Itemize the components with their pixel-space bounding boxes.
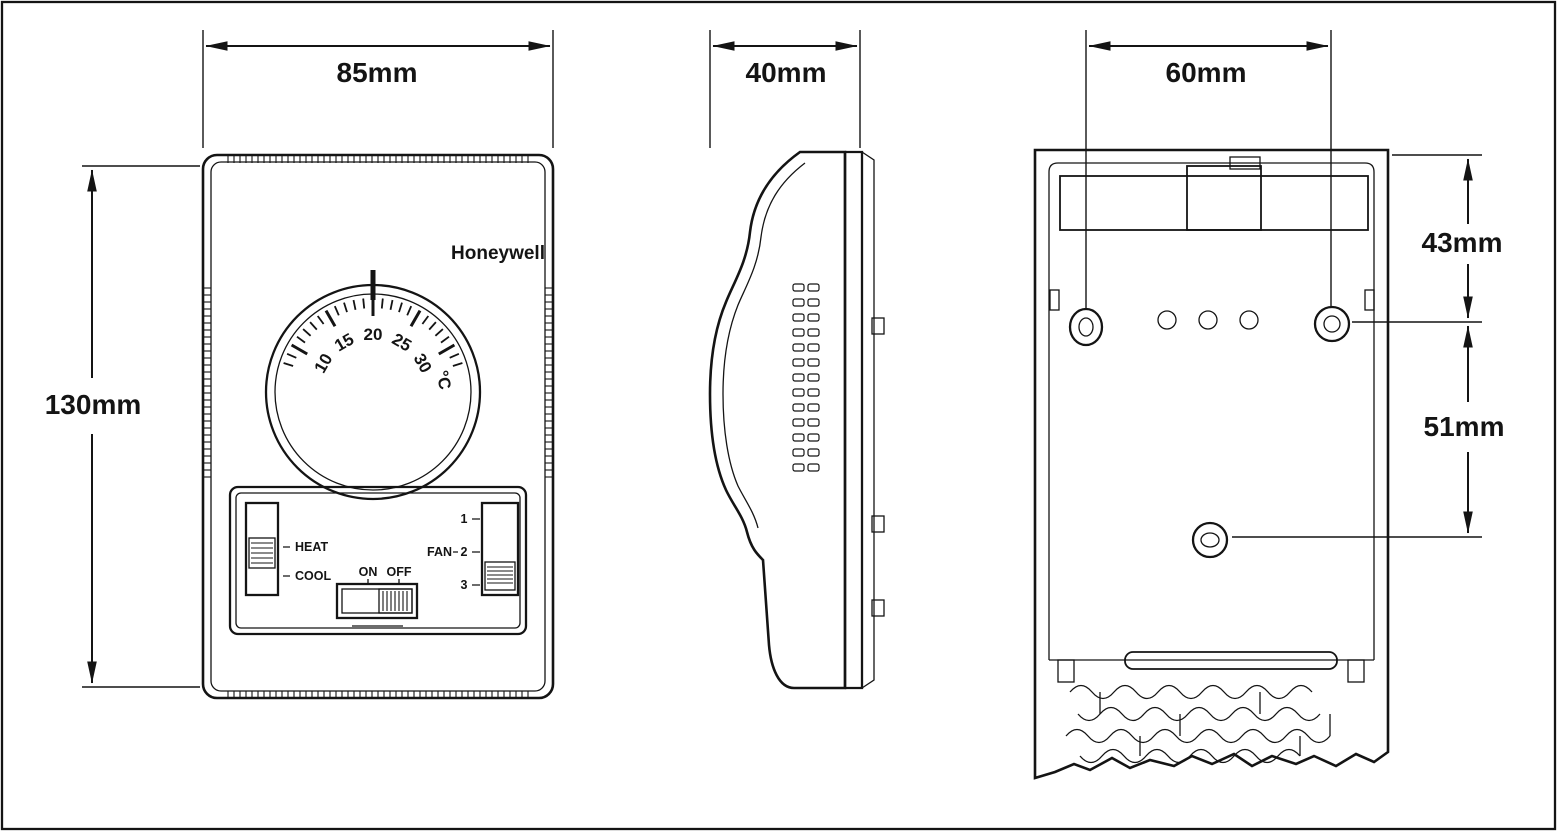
side-backplate-outline — [845, 150, 864, 690]
mode-cool-label: COOL — [295, 569, 331, 583]
fan-switch-knob — [484, 561, 516, 591]
fan-switch-track — [480, 501, 520, 597]
power-switch-knob-ridges — [382, 591, 408, 611]
side-mount-tab-middle — [871, 515, 885, 533]
fan-speed-1-label: 1 — [461, 512, 468, 526]
brand-label: Honeywell — [451, 243, 545, 264]
dial-tick-label-30: 30 — [410, 350, 436, 376]
mounting-hole-center-inner — [1200, 532, 1220, 548]
wiring-pattern-line-3 — [1065, 728, 1331, 744]
power-switch-track — [341, 588, 413, 614]
fan-position-dashes — [453, 518, 480, 586]
dial-outer-ring — [264, 283, 482, 501]
dial-tick-label-25: 25 — [389, 329, 415, 355]
temperature-dial: 10 15 20 25 30 °C — [264, 270, 482, 501]
front-view: Honeywell 10 15 20 25 30 °C HEAT COOL — [201, 153, 555, 700]
wiring-pattern-line-2 — [1077, 706, 1321, 722]
wiring-pattern-line-4 — [1079, 748, 1301, 764]
mounting-hole-left — [1068, 307, 1104, 347]
power-on-label: ON — [359, 565, 378, 579]
side-profile-outline — [708, 150, 847, 690]
mode-switch: HEAT COOL — [244, 501, 331, 597]
front-case-inner-outline — [210, 161, 546, 692]
front-case-outline — [201, 153, 555, 700]
fan-speed-3-label: 3 — [461, 578, 468, 592]
terminal-slot — [1124, 651, 1338, 670]
small-hole-2 — [1198, 310, 1218, 330]
control-panel-outline — [228, 485, 528, 636]
fan-switch: FAN 1 2 3 — [427, 501, 520, 597]
mode-switch-track — [244, 501, 280, 597]
side-view — [708, 150, 885, 690]
control-panel: HEAT COOL ON OFF FAN 1 2 3 — [228, 485, 528, 636]
side-wallplate-edge — [861, 151, 875, 689]
wiring-pattern-connectors — [1099, 692, 1331, 756]
grip-ridges — [204, 156, 552, 697]
mounting-hole-right-inner — [1323, 315, 1341, 333]
dim-label-front-height: 130mm — [45, 389, 142, 420]
mounting-hole-left-inner — [1078, 317, 1094, 337]
dim-label-side-depth: 40mm — [746, 57, 827, 88]
back-center-block — [1186, 165, 1262, 231]
side-inner-contour — [722, 162, 806, 529]
side-mount-tab-top — [871, 317, 885, 335]
dial-tick-label-15: 15 — [331, 329, 357, 355]
back-view — [1033, 148, 1390, 780]
mode-switch-knob — [248, 537, 276, 569]
dim-label-hole-spacing: 60mm — [1166, 57, 1247, 88]
dimensions: 85mm 40mm 60mm 130mm 43mm 51mm — [45, 30, 1505, 688]
terminal-section — [1057, 651, 1365, 764]
power-switch-knob — [378, 588, 413, 614]
terminal-right-hook — [1347, 659, 1365, 683]
wiring-pattern-line-1 — [1069, 684, 1313, 700]
control-panel-inner-outline — [235, 492, 521, 629]
side-mount-tab-bottom — [871, 599, 885, 617]
mounting-hole-right — [1313, 305, 1351, 343]
mode-switch-position-dashes — [283, 546, 290, 577]
dial-tick-marks — [283, 298, 463, 367]
dial-inner-ring — [274, 293, 472, 491]
mode-switch-knob-ridges — [251, 542, 273, 564]
fan-switch-knob-ridges — [487, 566, 513, 584]
back-top-tab — [1229, 156, 1261, 170]
dial-unit-label: °C — [432, 369, 455, 392]
fan-speed-2-label: 2 — [461, 545, 468, 559]
back-inner-outline — [1048, 162, 1375, 661]
dial-tick-label-20: 20 — [364, 325, 383, 344]
dim-label-front-width: 85mm — [337, 57, 418, 88]
vent-slots — [792, 283, 820, 472]
power-switch: ON OFF — [335, 565, 419, 627]
terminal-left-hook — [1057, 659, 1075, 683]
dial-tick-label-10: 10 — [310, 350, 336, 376]
back-top-bracket — [1059, 175, 1369, 231]
power-switch-housing — [335, 582, 419, 620]
back-right-clip — [1364, 289, 1375, 311]
small-hole-3 — [1239, 310, 1259, 330]
back-left-clip — [1049, 289, 1060, 311]
power-off-label: OFF — [387, 565, 412, 579]
dim-label-top-to-holes: 43mm — [1422, 227, 1503, 258]
mounting-hole-center — [1191, 521, 1229, 559]
back-plate-outline — [1033, 148, 1390, 780]
mode-heat-label: HEAT — [295, 540, 328, 554]
small-hole-1 — [1157, 310, 1177, 330]
dim-label-holes-to-center: 51mm — [1424, 411, 1505, 442]
fan-label: FAN — [427, 545, 452, 559]
